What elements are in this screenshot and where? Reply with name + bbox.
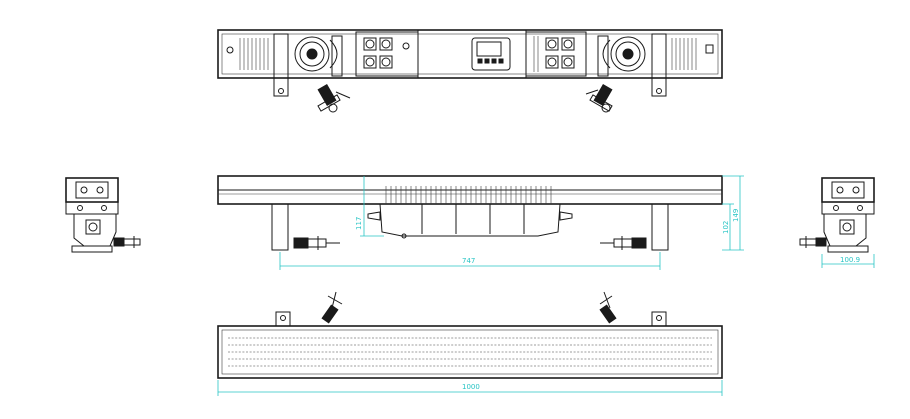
right-bracket: [597, 33, 667, 97]
led-face-view: 1000: [217, 291, 723, 396]
display-screen: [476, 41, 502, 57]
right-clamp: [585, 84, 613, 113]
total-length-label: 1000: [462, 383, 480, 391]
central-panel: [355, 29, 587, 79]
face-right-clamp: [599, 291, 617, 324]
led-grid: [228, 337, 712, 367]
elevation-view: 747 117 149 102: [217, 175, 744, 270]
left-side-view: [65, 177, 141, 253]
left-clamp: [317, 84, 351, 113]
right-connector: [705, 44, 714, 54]
left-screw-hole: [226, 46, 234, 54]
left-vent: [239, 38, 269, 70]
left-bracket: [273, 33, 343, 97]
mount-spacing-label: 747: [462, 257, 475, 265]
right-vent: [671, 38, 697, 70]
height-a-label: 149: [732, 209, 740, 222]
height-b-label: 102: [722, 221, 730, 234]
rear-view: [217, 29, 723, 113]
depth-dimension-label: 100.9: [840, 256, 860, 264]
face-left-clamp: [321, 291, 343, 324]
height-c-label: 117: [355, 217, 363, 230]
heatsink-fins: [385, 186, 552, 204]
right-side-view: 100.9: [799, 177, 875, 268]
